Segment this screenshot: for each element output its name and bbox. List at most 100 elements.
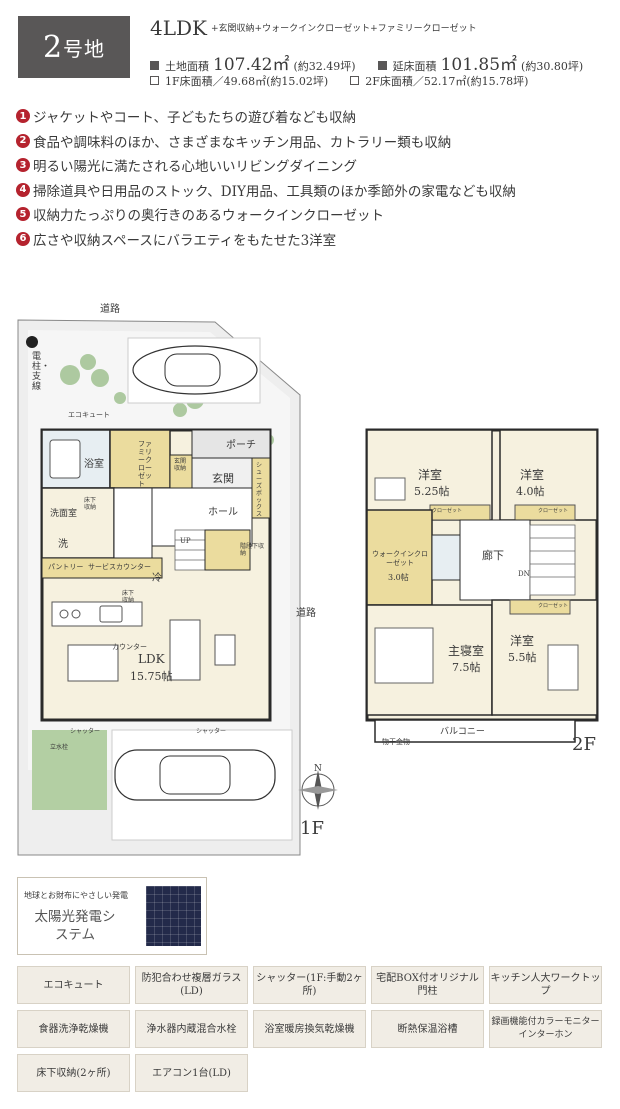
hall-label: ホール <box>208 507 238 518</box>
equipment-label: 床下収納(2ヶ所) <box>36 1067 111 1079</box>
equipment-item: 床下収納(2ヶ所) <box>17 1054 130 1092</box>
closet-label-2: クローゼット <box>538 508 569 514</box>
feature-text: 掃除道具や日用品のストック、DIY用品、工具類のほか季節外の家電なども収納 <box>33 183 516 200</box>
equipment-label: 防犯合わせ複層ガラス(LD) <box>141 973 242 997</box>
floor-area-value: 101.85㎡ <box>440 55 518 75</box>
equipment-item: 断熱保温浴槽 <box>371 1010 484 1048</box>
feature-number-badge: 1 <box>16 109 30 124</box>
floor-plans <box>17 319 599 856</box>
utility-pole-icon <box>26 336 38 348</box>
equipment-item: 録画機能付カラーモニターインターホン <box>489 1010 602 1048</box>
equipment-item: 防犯合わせ複層ガラス(LD) <box>135 966 248 1004</box>
equipment-label: 宅配BOX付オリジナル門柱 <box>376 973 479 997</box>
equipment-label: 食器洗浄乾燥機 <box>38 1023 109 1035</box>
master-label: 主寝室 <box>448 644 485 658</box>
equipment-item: シャッター(1F:手動2ヶ所) <box>253 966 366 1004</box>
feature-number-badge: 5 <box>16 207 30 222</box>
ecocute-label: エコキュート <box>68 411 110 419</box>
equipment-label: シャッター(1F:手動2ヶ所) <box>256 973 363 997</box>
equipment-label: エコキュート <box>43 979 104 991</box>
utility-pole-label: 電柱・支線 <box>32 352 51 392</box>
underfloor-label: 床下収納 <box>84 497 97 511</box>
equipment-item: 宅配BOX付オリジナル門柱 <box>371 966 484 1004</box>
lot-suffix: 号地 <box>63 36 106 61</box>
feature-number-badge: 2 <box>16 133 30 148</box>
area-row-floors: 1F床面積／49.68㎡(約15.02坪) 2F床面積／52.17㎡(約15.7… <box>150 73 528 89</box>
equipment-item: エコキュート <box>17 966 130 1004</box>
room-ne-size: 4.0帖 <box>516 485 545 498</box>
floor2-area: 2F床面積／52.17㎡(約15.78坪) <box>365 75 529 88</box>
counter-label: カウンター <box>112 643 147 651</box>
square-outline-icon <box>350 76 360 85</box>
compass-icon <box>298 770 338 810</box>
floor-area-label: 延床面積 <box>392 60 437 73</box>
equipment-label: 録画機能付カラーモニターインターホン <box>491 1017 600 1040</box>
feature-text: 明るい陽光に満たされる心地いいリビングダイニング <box>33 159 357 176</box>
closet-label-3: クローゼット <box>538 603 569 609</box>
solar-panel-icon <box>146 886 201 946</box>
ldk-size: 15.75帖 <box>130 670 173 683</box>
equipment-item: キッチン人大ワークトップ <box>489 966 602 1004</box>
lot-number: 2 <box>42 29 64 65</box>
square-marker-icon <box>150 61 159 70</box>
equipment-label: 浴室暖房換気乾燥機 <box>264 1023 355 1035</box>
road-label-right: 道路 <box>296 608 316 619</box>
stair-dn-label: DN <box>518 570 530 578</box>
stair-up-label: UP <box>180 537 191 545</box>
floor-tag-1f: 1F <box>300 818 324 839</box>
equipment-label: キッチン人大ワークトップ <box>490 973 601 997</box>
layout-type: 4LDK <box>150 16 207 40</box>
shutter-label-right: シャッター <box>196 728 227 735</box>
ldk-label: LDK <box>138 652 165 666</box>
entrance-label: 玄関 <box>212 472 234 485</box>
land-area-tsubo: (約32.49坪) <box>293 60 356 73</box>
master-size: 7.5帖 <box>452 661 481 674</box>
feature-number-badge: 6 <box>16 231 30 246</box>
feature-text: 広さや収納スペースにバラエティをもたせた3洋室 <box>33 232 337 249</box>
floor1-area: 1F床面積／49.68㎡(約15.02坪) <box>165 75 329 88</box>
equipment-label: 断熱保温浴槽 <box>397 1023 458 1035</box>
square-marker-icon <box>377 61 387 70</box>
service-counter-label: サービスカウンター <box>88 563 151 571</box>
solar-caption: 地球とお財布にやさしい発電 <box>24 891 128 900</box>
floor-area-tsubo: (約30.80坪) <box>521 60 584 73</box>
site-1f <box>17 319 338 856</box>
equipment-item: 食器洗浄乾燥機 <box>17 1010 130 1048</box>
land-area-value: 107.42㎡ <box>213 55 290 75</box>
room-nw-size: 5.25帖 <box>414 485 450 498</box>
land-area-label: 土地面積 <box>165 60 209 73</box>
square-outline-icon <box>150 76 159 85</box>
washer-label: 洗 <box>58 539 68 550</box>
feature-number-badge: 3 <box>16 158 30 173</box>
solar-system-card: 地球とお財布にやさしい発電 太陽光発電システム <box>17 877 207 955</box>
faucet-label: 立水栓 <box>50 744 69 751</box>
family-closet-label: ファミリークローゼット <box>138 440 152 488</box>
equipment-item: 浄水器内蔵混合水栓 <box>135 1010 248 1048</box>
solar-title: 太陽光発電システム <box>34 909 116 943</box>
shutter-label-left: シャッター <box>70 728 101 735</box>
equipment-item: エアコン1台(LD) <box>135 1054 248 1092</box>
floor-tag-2f: 2F <box>572 734 596 755</box>
balcony-label: バルコニー <box>440 727 485 737</box>
room-nw-label: 洋室 <box>418 468 443 482</box>
car-bottom-icon <box>114 749 276 801</box>
corridor-label: 廊下 <box>482 549 504 562</box>
layout-title: 4LDK+玄関収納+ウォークインクローゼット+ファミリークローゼット <box>150 16 477 40</box>
washroom-label: 洗面室 <box>50 509 78 519</box>
entrance-storage-label: 玄関収納 <box>174 458 187 472</box>
pantry-label: パントリー <box>48 563 84 571</box>
road-label-top: 道路 <box>100 304 120 315</box>
room-se-size: 5.5帖 <box>508 651 537 664</box>
area-row-primary: 土地面積 107.42㎡ (約32.49坪) 延床面積 101.85㎡ (約30… <box>150 50 583 75</box>
equipment-item: 浴室暖房換気乾燥機 <box>253 1010 366 1048</box>
underfloor-label-2: 床下収納 <box>122 590 135 604</box>
layout-extras: +玄関収納+ウォークインクローゼット+ファミリークローゼット <box>210 24 477 34</box>
room-ne-label: 洋室 <box>520 468 545 482</box>
plan-2f <box>365 428 599 743</box>
